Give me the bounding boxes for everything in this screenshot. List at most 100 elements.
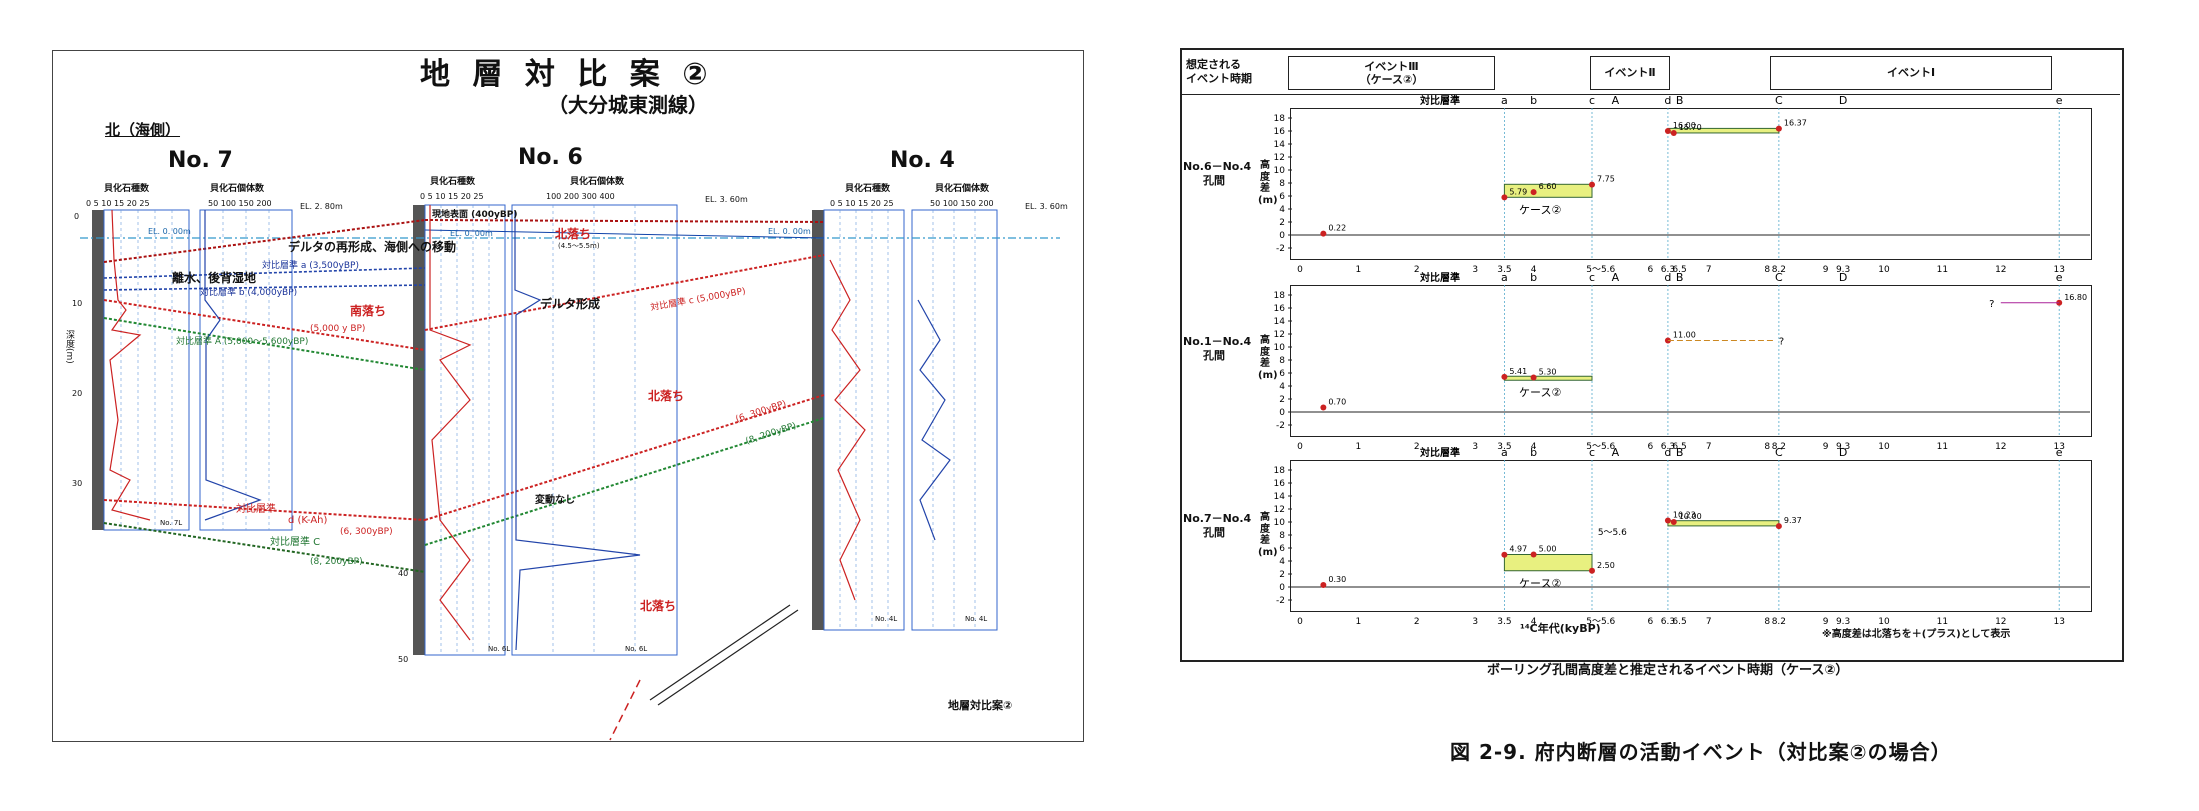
case-label: ケース② — [1519, 577, 1561, 590]
x-tick-label: 9.3 — [1836, 442, 1850, 452]
horizon-a — [103, 267, 426, 279]
no4-frame-a — [823, 209, 905, 631]
ticks-no4-b: 50 100 150 200 — [930, 199, 994, 208]
left-title: 地 層 対 比 案 ② — [420, 57, 714, 92]
el-label-no6: EL. 3. 60m — [705, 195, 748, 204]
x-tick-label: 6 — [1648, 442, 1654, 452]
horizon-letter: A — [1612, 271, 1620, 284]
y-tick-label: -2 — [1276, 421, 1285, 431]
ticks-no4-a: 0 5 10 15 20 25 — [830, 199, 894, 208]
y-tick-label: 10 — [1274, 166, 1286, 176]
x-tick-label: 12 — [1995, 265, 2006, 275]
data-point-label: 16.37 — [1784, 119, 1807, 128]
x-tick-label: 3 — [1472, 265, 1478, 275]
chart-caption: ボーリング孔間高度差と推定されるイベント時期（ケース②） — [1487, 663, 1849, 678]
data-point — [1664, 128, 1671, 134]
y-tick-label: 6 — [1279, 192, 1285, 202]
north-label: 北（海側） — [105, 121, 181, 139]
data-point — [1320, 404, 1327, 411]
x-tick-label: 7 — [1706, 617, 1712, 627]
data-point — [1775, 523, 1782, 530]
horizon-letter: D — [1839, 446, 1847, 459]
ann-nol-5: No. 4L — [965, 615, 988, 623]
fault-trace-2 — [657, 609, 799, 706]
x-tick-label: 12 — [1995, 617, 2006, 627]
left-footer: 地層対比案② — [948, 699, 1013, 712]
horizon-letter: c — [1589, 271, 1595, 284]
no7-frame-a — [103, 209, 190, 531]
x-tick-label: 5～5.6 — [1586, 617, 1615, 627]
no7-count-curve — [204, 210, 262, 521]
ticks-no7-a: 0 5 10 15 20 25 — [86, 199, 150, 208]
depth-tick-0: 0 — [74, 212, 80, 221]
panel-1-label: No.6－No.4 孔間 — [1183, 160, 1252, 188]
no7-species-curve — [109, 209, 151, 521]
event-chart-panel — [1180, 48, 2124, 662]
data-point-label: 10.00 — [1679, 512, 1702, 521]
depth-tick-10: 10 — [72, 299, 83, 308]
x-tick-label: 2 — [1414, 442, 1420, 452]
horizon-C — [103, 522, 426, 573]
ann-taihi-d: 対比層準 — [236, 504, 276, 515]
data-point-label: 5.41 — [1509, 367, 1527, 376]
y-tick-label: 18 — [1274, 114, 1286, 124]
y-tick-label: 0 — [1279, 231, 1285, 241]
ann-8200b: (8, 200yBP) — [310, 557, 363, 567]
col-header-no7-b: 貝化石個体数 — [210, 184, 265, 194]
x-tick-label: 0 — [1297, 442, 1303, 452]
el-label-no7: EL. 2. 80m — [300, 202, 343, 211]
y-tick-label: 0 — [1279, 583, 1285, 593]
x-tick-label: 6.3 — [1661, 617, 1675, 627]
data-point-label: 4.97 — [1509, 545, 1527, 554]
header-divider — [1182, 94, 2120, 95]
data-point-label: 5.00 — [1539, 545, 1557, 554]
x-tick-label: 10 — [1878, 442, 1890, 452]
event-2-box: イベントⅡ — [1590, 56, 1670, 90]
y-tick-label: 12 — [1274, 153, 1285, 163]
y-tick-label: 16 — [1274, 304, 1286, 314]
horizon-letter: b — [1530, 271, 1537, 284]
depth-tick-20: 20 — [72, 389, 83, 398]
well-no4: No. 4 — [890, 148, 955, 173]
ann-delta-reform: デルタの再形成、海側への移動 — [288, 240, 457, 254]
data-point — [1589, 567, 1595, 574]
y-tick-label: 8 — [1279, 179, 1285, 189]
y-tick-label: 6 — [1279, 369, 1285, 379]
x-tick-label: 9.3 — [1836, 617, 1850, 627]
x-tick-label: 1 — [1356, 617, 1362, 627]
ann-taihi-d2: d (K-Ah) — [288, 515, 328, 526]
x-tick-label: 3.5 — [1497, 265, 1511, 275]
data-point-label: 6.60 — [1539, 182, 1557, 191]
horizon-letter: e — [2056, 271, 2063, 284]
fault-line — [609, 679, 641, 741]
x-tick-label: 13 — [2053, 617, 2064, 627]
y-tick-label: 14 — [1274, 492, 1286, 502]
col-header-no4-a: 貝化石種数 — [845, 184, 891, 194]
x-tick-label: 5～5.6 — [1586, 442, 1615, 452]
depth-tick-30: 30 — [72, 479, 83, 488]
y-tick-label: 2 — [1279, 218, 1285, 228]
event-range-box — [1503, 375, 1593, 381]
y-tick-label: 0 — [1279, 408, 1285, 418]
horizon-letter: b — [1530, 94, 1537, 107]
y-tick-label: 14 — [1274, 317, 1286, 327]
x-tick-label: 11 — [1937, 442, 1948, 452]
x-tick-label: 6.5 — [1672, 617, 1686, 627]
x-tick-label: 7 — [1706, 442, 1712, 452]
panel-1-frame — [1290, 108, 2092, 260]
data-point-label: 0.22 — [1328, 224, 1346, 233]
ann-kita2: 北落ち — [648, 389, 685, 403]
y-tick-label: 16 — [1274, 479, 1286, 489]
horizon-letter: B — [1676, 446, 1684, 459]
panel-3-label: No.7－No.4 孔間 — [1183, 512, 1252, 540]
x-tick-label: 4 — [1531, 617, 1537, 627]
ann-6300b: (6, 300yBP) — [340, 527, 393, 537]
data-point — [1501, 551, 1508, 558]
horizon-A — [103, 317, 426, 371]
well-no7: No. 7 — [168, 148, 233, 173]
col-header-no4-b: 貝化石個体数 — [935, 184, 990, 194]
x-tick-label: 8.2 — [1772, 617, 1786, 627]
y-tick-label: 14 — [1274, 140, 1286, 150]
taihi-label: 対比層準 — [1419, 94, 1460, 107]
